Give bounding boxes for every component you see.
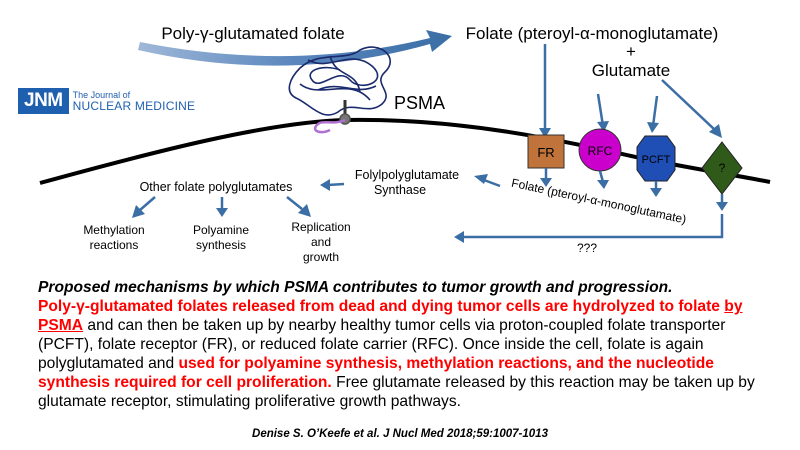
journal-name: The Journal of NUCLEAR MEDICINE: [73, 90, 196, 112]
folate-inside-label: Folate (pteroyl-α-monoglutamate): [510, 176, 687, 227]
to-methylation-arrow: [132, 196, 156, 218]
folate-to-synthase-arrow: [474, 174, 501, 188]
to-replication-arrow: [286, 196, 311, 217]
journal-name-line1: The Journal of: [72, 90, 131, 100]
pcft-inward-arrow: [650, 181, 662, 197]
plus-label: +: [626, 42, 636, 61]
unknown-pathway-label: ???: [577, 241, 597, 255]
pcft-label: PCFT: [642, 154, 671, 166]
fr-inward-arrow: [540, 168, 552, 187]
caption-headline: Proposed mechanisms by which PSMA contri…: [38, 279, 673, 296]
caption-red-text-1: Poly-γ-glutamated folates released from …: [38, 298, 725, 315]
hydrolysis-arrow: [138, 30, 452, 66]
caption-red-text-2: used for polyamine synthesis, methylatio…: [38, 355, 714, 391]
synthase-to-polyglutamates-arrow: [320, 179, 345, 191]
methylation-label-line1: Methylation: [83, 223, 144, 237]
journal-logo: JNM The Journal of NUCLEAR MEDICINE: [18, 88, 195, 114]
polyamine-label-line2: synthesis: [196, 238, 246, 252]
folate-pteroyl-label: Folate (pteroyl-α-monoglutamate): [466, 24, 719, 43]
psma-label: PSMA: [394, 93, 445, 113]
replication-label-line1: Replication: [291, 220, 350, 234]
unknown-pathway-arrow: [454, 214, 724, 243]
rfc-inward-arrow: [597, 170, 609, 189]
fr-transporter: FR: [527, 134, 565, 169]
psma-mechanism-diagram: FR RFC PCFT ?: [39, 24, 771, 264]
unknown-transporter-label: ?: [719, 161, 726, 175]
folate-to-rfc-arrow: [596, 93, 609, 132]
folate-to-fr-arrow: [539, 44, 551, 138]
folate-to-pcft-arrow: [647, 95, 659, 133]
citation: Denise S. O’Keefe et al. J Nucl Med 2018…: [252, 428, 548, 440]
figure-caption: Proposed mechanisms by which PSMA contri…: [38, 278, 778, 411]
caption-body-1: and can then be taken up by nearby healt…: [38, 317, 726, 372]
fpgs-label-line1: Folylpolyglutamate: [355, 168, 459, 182]
replication-label-line2: and: [311, 235, 331, 249]
caption-body-2: Free glutamate released by this reaction…: [38, 374, 755, 410]
psma-protein: [288, 46, 391, 134]
pcft-transporter: PCFT: [636, 135, 676, 182]
journal-abbrev: JNM: [18, 88, 69, 114]
caption-red-underlined: by PSMA: [38, 298, 743, 334]
unknown-inward-arrow: [716, 194, 728, 211]
methylation-label-line2: reactions: [90, 238, 139, 252]
polyamine-label-line1: Polyamine: [193, 223, 249, 237]
other-folate-label: Other folate polyglutamates: [140, 180, 293, 194]
glutamate-to-unknown-arrow: [661, 79, 722, 138]
to-polyamine-arrow: [216, 197, 228, 217]
unknown-transporter: ?: [701, 141, 743, 195]
fr-label: FR: [537, 145, 554, 160]
journal-name-line2: NUCLEAR MEDICINE: [72, 99, 196, 113]
cell-membrane: [39, 117, 771, 185]
rfc-label: RFC: [588, 144, 613, 158]
poly-gamma-folate-label: Poly-γ-glutamated folate: [161, 24, 344, 43]
replication-label-line3: growth: [303, 250, 339, 264]
glutamate-label: Glutamate: [592, 61, 670, 80]
rfc-transporter: RFC: [578, 128, 622, 172]
fpgs-label-line2: Synthase: [374, 183, 426, 197]
